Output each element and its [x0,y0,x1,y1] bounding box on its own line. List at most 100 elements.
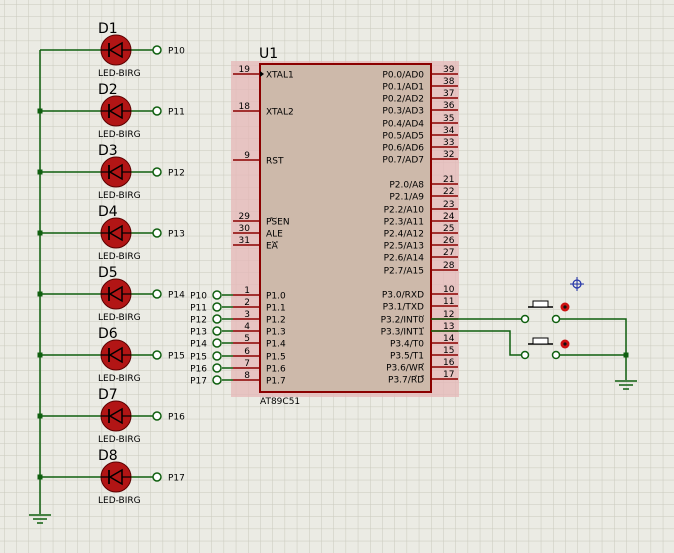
led-net-label[interactable]: P10 [168,47,185,57]
mcu-pin-number: 29 [239,212,251,222]
mcu-pin-name: P3.3/INT1 [381,328,424,338]
port-net-label[interactable]: P11 [190,304,207,314]
wire-button-return[interactable] [560,318,627,380]
port-net-label[interactable]: P15 [190,353,207,363]
led-ref: D8 [98,448,118,464]
mcu-pin-number: 13 [443,322,454,332]
led-net-label[interactable]: P11 [168,108,185,118]
mcu-pin-name: P2.6/A14 [384,254,425,264]
port-terminal[interactable] [212,338,222,348]
led-terminal[interactable] [152,167,162,177]
mcu-pin-number: 33 [443,138,454,148]
mcu-pin-name: P2.7/A15 [384,267,424,277]
led-part: LED-BIRG [98,496,141,506]
led-net-label[interactable]: P13 [168,230,185,240]
led-terminal[interactable] [152,472,162,482]
led-ref: D3 [98,143,118,159]
led-bank: D1LED-BIRGP10D2LED-BIRGP11D3LED-BIRGP12D… [29,21,186,524]
led-ref: D6 [98,326,118,342]
mcu-pin-name: EA [266,242,279,252]
mcu-pin-name: P0.0/AD0 [382,71,424,81]
led-terminal[interactable] [152,411,162,421]
wire-int1[interactable] [431,330,522,356]
port-terminal[interactable] [212,302,222,312]
mcu-pin-name: P1.7 [266,377,286,387]
mcu-pin-name: XTAL2 [266,108,294,118]
push-button-1[interactable] [520,300,570,324]
mcu-pin-name: P3.4/T0 [390,340,424,350]
mcu-pin-number: 18 [239,102,251,112]
mcu-pin-number: 28 [443,261,455,271]
mcu-ref[interactable]: U1 [259,46,278,62]
led-part: LED-BIRG [98,252,141,262]
led-ref: D1 [98,21,118,37]
port-net-label[interactable]: P13 [190,328,207,338]
port-net-label[interactable]: P12 [190,316,207,326]
led-net-label[interactable]: P16 [168,413,185,423]
push-button-2[interactable] [520,337,570,360]
led-terminal[interactable] [152,228,162,238]
port-terminal[interactable] [212,363,222,373]
mcu-pin-name: P2.1/A9 [389,193,424,203]
mcu-pin-number: 31 [239,236,250,246]
mcu-pin-name: ALE [266,230,283,240]
mcu-pin-name: P1.6 [266,365,286,375]
mcu-pin-name: P1.1 [266,304,286,314]
led-ref: D2 [98,82,118,98]
port-terminal[interactable] [212,326,222,336]
mcu-pin-number: 10 [443,285,455,295]
mcu-pin-number: 27 [443,248,454,258]
mcu-pin-number: 5 [244,334,250,344]
port-net-label[interactable]: P16 [190,365,207,375]
led-net-label[interactable]: P15 [168,352,185,362]
port-terminal[interactable] [212,290,222,300]
mcu-body[interactable] [259,63,432,393]
junction-dot [37,108,43,114]
mcu-pin-name: P0.3/AD3 [382,107,424,117]
ground-symbol-left[interactable] [29,514,51,524]
port-net-label[interactable]: P17 [190,377,207,387]
junction-dot [623,352,629,358]
mcu-pin-name: P2.2/A10 [384,206,425,216]
led-net-label[interactable]: P14 [168,291,185,301]
mcu-pin-number: 37 [443,89,454,99]
mcu-pin-number: 34 [443,126,455,136]
led-net-label[interactable]: P17 [168,474,185,484]
mcu-pin-number: 11 [443,297,454,307]
port-terminal[interactable] [212,314,222,324]
led-ref: D5 [98,265,118,281]
mcu-pin-name: P1.5 [266,353,286,363]
mcu-pin-name: P1.4 [266,340,286,350]
led-net-label[interactable]: P12 [168,169,185,179]
mcu-pin-name: P2.3/A11 [384,218,424,228]
mcu-pin-number: 15 [443,346,454,356]
ground-symbol-right[interactable] [615,380,637,390]
led-terminal[interactable] [152,45,162,55]
junction-dot [37,474,43,480]
led-terminal[interactable] [152,106,162,116]
mcu-pin-number: 7 [244,359,250,369]
led-ref: D7 [98,387,118,403]
led-terminal[interactable] [152,350,162,360]
port-net-label[interactable]: P10 [190,292,207,302]
mcu-pin-number: 26 [443,236,455,246]
led-terminal[interactable] [152,289,162,299]
mcu-pin-name: P0.4/AD4 [382,120,424,130]
port-terminal[interactable] [212,351,222,361]
junction-dot [37,169,43,175]
mcu-pin-number: 32 [443,150,454,160]
mcu-pin-number: 4 [244,322,250,332]
port-terminal[interactable] [212,375,222,385]
mcu-pin-name: P3.1/TXD [383,303,424,313]
led-part: LED-BIRG [98,191,141,201]
port-net-label[interactable]: P14 [190,340,207,350]
